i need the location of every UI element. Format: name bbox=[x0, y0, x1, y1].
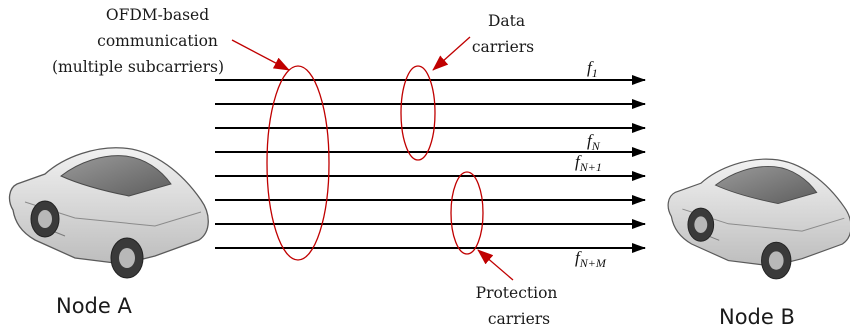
data-pointer-arrow bbox=[432, 36, 471, 71]
protection-pointer-arrow bbox=[477, 249, 514, 281]
freq-label-fN: fN bbox=[587, 131, 601, 153]
protection-carriers-line-2: carriers bbox=[488, 310, 550, 328]
freq-label-f1: f1 bbox=[587, 58, 598, 80]
ofdm-group-ellipse bbox=[266, 65, 330, 261]
ofdm-label: OFDM-based communication (multiple subca… bbox=[52, 6, 224, 76]
ofdm-label-line-1: OFDM-based bbox=[106, 6, 209, 24]
node-a-label: Node A bbox=[56, 294, 132, 318]
freq-label-fN1: fN+1 bbox=[575, 152, 602, 174]
ofdm-pointer-arrow bbox=[231, 39, 290, 71]
protection-carriers-line-1: Protection bbox=[476, 284, 558, 302]
ofdm-label-line-2: communication bbox=[97, 32, 218, 50]
ofdm-label-line-3: (multiple subcarriers) bbox=[52, 58, 224, 76]
node-a-car-icon bbox=[8, 147, 209, 279]
protection-carriers-label: Protection carriers bbox=[476, 284, 563, 328]
protection-carriers-ellipse bbox=[450, 171, 484, 255]
freq-label-fNM: fN+M bbox=[575, 248, 607, 270]
node-b-car-icon bbox=[667, 158, 850, 280]
node-b-label: Node B bbox=[719, 305, 795, 329]
data-carriers-ellipse bbox=[400, 65, 436, 161]
data-carriers-label: Data carriers bbox=[472, 12, 534, 56]
data-carriers-line-2: carriers bbox=[472, 38, 534, 56]
subcarrier-arrows bbox=[215, 75, 646, 253]
data-carriers-line-1: Data bbox=[488, 12, 525, 30]
